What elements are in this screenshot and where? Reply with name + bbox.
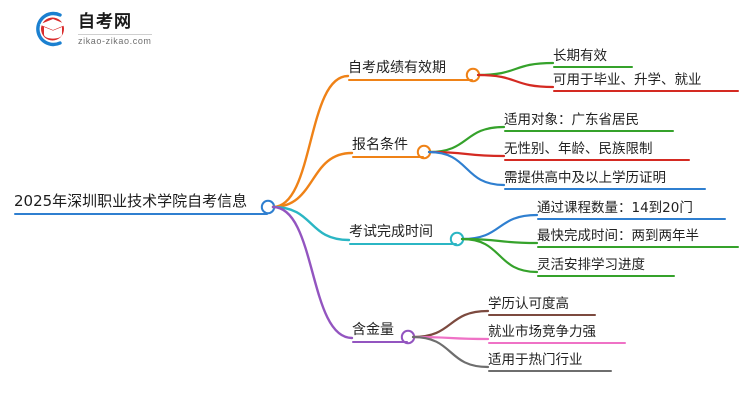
branch-3-leaf-2-connector-curve	[460, 237, 539, 245]
branch-3[interactable]: 考试完成时间	[349, 221, 457, 245]
branch-3-leaf-1-underline	[537, 218, 726, 220]
branch-3-leaf-1-label: 通过课程数量：14到20门	[537, 200, 693, 216]
zikao-logo-mark	[30, 8, 72, 50]
branch-1-connector-curve	[271, 74, 350, 209]
branch-3-leaf-3-underline	[537, 275, 675, 277]
branch-1[interactable]: 自考成绩有效期	[348, 57, 473, 81]
branch-4-connector-curve	[271, 205, 354, 340]
branch-3-leaf-2[interactable]: 最快完成时间：两到两年半	[537, 224, 739, 248]
branch-1-leaf-1-label: 长期有效	[553, 48, 607, 64]
branch-1-leaf-2[interactable]: 可用于毕业、升学、就业	[553, 68, 739, 92]
branch-2-leaf-1-connector-curve	[427, 125, 506, 154]
logo-title: 自考网	[78, 12, 132, 32]
branch-3-underline	[349, 243, 457, 245]
branch-4-label: 含金量	[352, 322, 394, 338]
branch-4-underline	[352, 341, 408, 343]
branch-3-leaf-1-connector-curve	[460, 213, 539, 241]
branch-2-leaf-2-connector-curve	[427, 150, 506, 158]
branch-1-leaf-2-label: 可用于毕业、升学、就业	[553, 72, 702, 88]
branch-4-leaf-2-label: 就业市场竞争力强	[488, 324, 596, 340]
branch-4-leaf-2-underline	[488, 342, 626, 344]
branch-2-connector-curve	[271, 151, 354, 209]
branch-3-leaf-1[interactable]: 通过课程数量：14到20门	[537, 196, 726, 220]
branch-1-underline	[348, 79, 473, 81]
branch-4-leaf-3-connector-curve	[411, 335, 490, 369]
site-logo: 自考网 zikao-zikao.com	[30, 8, 152, 50]
branch-2-leaf-2-underline	[504, 159, 690, 161]
root-node-underline	[14, 213, 268, 215]
branch-2-leaf-1[interactable]: 适用对象：广东省居民	[504, 108, 674, 132]
branch-1-leaf-1-connector-curve	[476, 61, 555, 77]
branch-2-leaf-3[interactable]: 需提供高中及以上学历证明	[504, 166, 706, 190]
branch-2-leaf-3-underline	[504, 188, 706, 190]
root-node[interactable]: 2025年深圳职业技术学院自考信息	[14, 190, 268, 215]
branch-4-leaf-3-underline	[488, 370, 612, 372]
root-node-label: 2025年深圳职业技术学院自考信息	[14, 192, 248, 210]
logo-divider	[78, 34, 152, 35]
branch-1-leaf-2-underline	[553, 90, 739, 92]
branch-2-leaf-3-connector-curve	[427, 150, 506, 187]
branch-3-leaf-2-label: 最快完成时间：两到两年半	[537, 228, 699, 244]
branch-4-leaf-2-connector-curve	[411, 335, 490, 341]
branch-3-leaf-3-label: 灵活安排学习进度	[537, 257, 645, 273]
branch-4-leaf-1[interactable]: 学历认可度高	[488, 292, 596, 316]
branch-4-leaf-1-connector-curve	[411, 309, 490, 339]
branch-1-leaf-1-underline	[553, 66, 633, 68]
branch-3-label: 考试完成时间	[349, 224, 433, 240]
branch-3-connector-curve	[271, 205, 351, 242]
branch-2-leaf-1-label: 适用对象：广东省居民	[504, 112, 639, 128]
logo-subtitle: zikao-zikao.com	[78, 36, 152, 46]
branch-2-leaf-3-label: 需提供高中及以上学历证明	[504, 170, 666, 186]
branch-4-leaf-2[interactable]: 就业市场竞争力强	[488, 320, 626, 344]
logo-text-block: 自考网 zikao-zikao.com	[78, 12, 152, 46]
branch-4-leaf-1-label: 学历认可度高	[488, 296, 569, 312]
branch-4-leaf-3[interactable]: 适用于热门行业	[488, 348, 612, 372]
branch-1-leaf-2-connector-curve	[476, 73, 555, 89]
branch-3-leaf-2-underline	[537, 246, 739, 248]
graduation-cap-icon	[36, 11, 67, 47]
branch-4-leaf-3-label: 适用于热门行业	[488, 352, 583, 368]
branch-2-underline	[352, 156, 424, 158]
branch-2-leaf-2[interactable]: 无性别、年龄、民族限制	[504, 137, 690, 161]
branch-4-leaf-1-underline	[488, 314, 596, 316]
branch-3-leaf-3-connector-curve	[460, 237, 539, 274]
branch-2[interactable]: 报名条件	[352, 134, 424, 158]
branch-4[interactable]: 含金量	[352, 319, 408, 343]
branch-3-leaf-3[interactable]: 灵活安排学习进度	[537, 253, 675, 277]
branch-2-leaf-1-underline	[504, 130, 674, 132]
branch-2-label: 报名条件	[352, 137, 408, 153]
branch-1-label: 自考成绩有效期	[348, 60, 446, 76]
branch-2-leaf-2-label: 无性别、年龄、民族限制	[504, 141, 653, 157]
branch-1-leaf-1[interactable]: 长期有效	[553, 44, 633, 68]
